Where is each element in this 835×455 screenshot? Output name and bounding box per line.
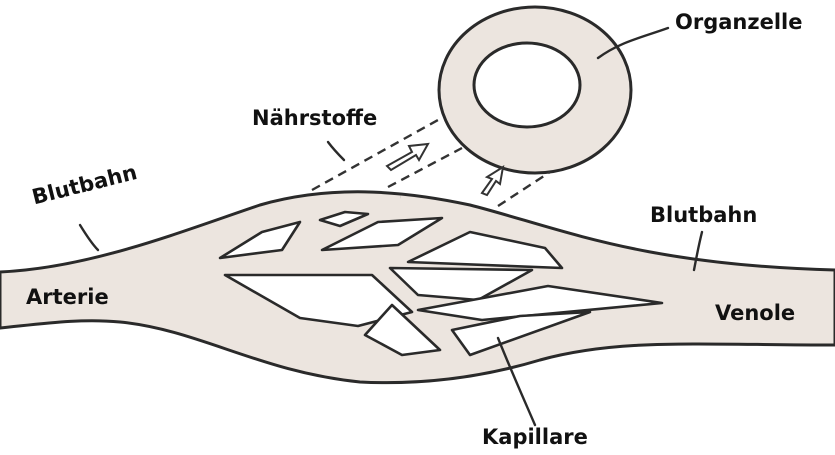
label-venole: Venole (715, 303, 795, 324)
nutrient-arrow-icon (387, 144, 428, 170)
label-arterie: Arterie (26, 287, 109, 308)
label-naehrstoffe: Nährstoffe (252, 108, 377, 129)
label-blutbahn-right: Blutbahn (650, 205, 757, 226)
organ-cell-nucleus (474, 43, 580, 127)
leader-blutbahn-left (80, 225, 98, 250)
label-kapillare: Kapillare (482, 427, 588, 448)
label-organzelle: Organzelle (675, 12, 802, 33)
nutrient-arrow-icon (482, 167, 503, 195)
leader-naehrstoffe (328, 142, 344, 160)
